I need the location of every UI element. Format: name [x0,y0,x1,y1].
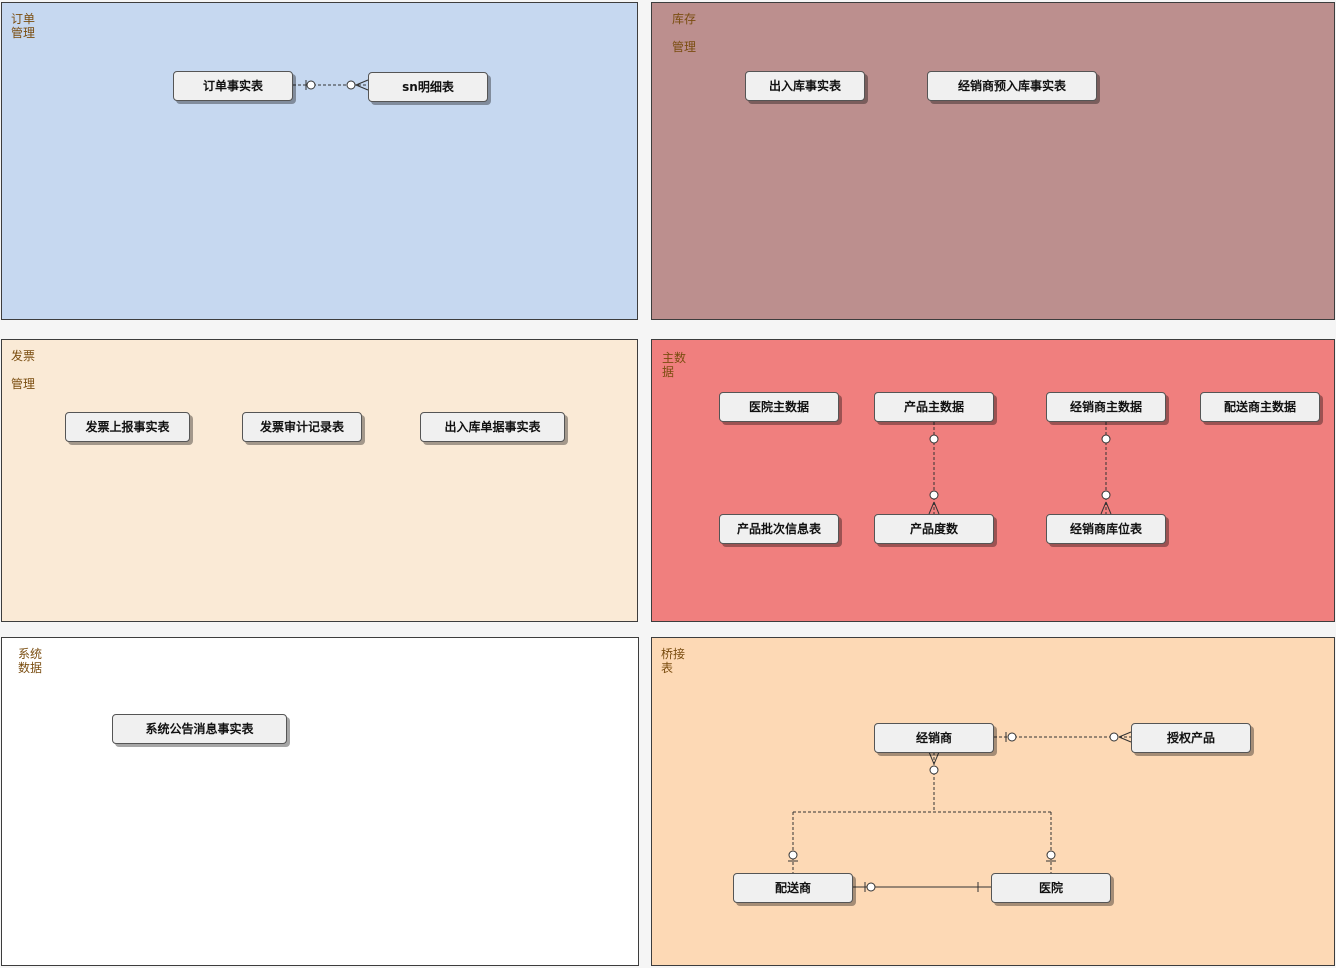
entity-dealer[interactable]: 经销商 [874,723,994,753]
entity-product-batch[interactable]: 产品批次信息表 [719,514,839,544]
package-label: 桥接 表 [661,647,686,675]
entity-inout-doc-fact[interactable]: 出入库单据事实表 [420,412,565,442]
entity-auth-product[interactable]: 授权产品 [1131,723,1251,753]
package-inventory-management[interactable]: 库存 管理 [651,2,1335,320]
package-label: 主数 据 [662,351,687,379]
entity-dealer-master[interactable]: 经销商主数据 [1046,392,1166,422]
package-invoice-management[interactable]: 发票 管理 [1,339,638,622]
entity-distributor-master[interactable]: 配送商主数据 [1200,392,1320,422]
entity-distributor[interactable]: 配送商 [733,873,853,903]
entity-notice-fact[interactable]: 系统公告消息事实表 [112,714,287,744]
entity-order-fact[interactable]: 订单事实表 [173,71,293,101]
entity-sn-detail[interactable]: sn明细表 [368,72,488,102]
package-label: 库存 管理 [672,12,697,54]
entity-invoice-audit-log[interactable]: 发票审计记录表 [242,412,362,442]
entity-product-degree[interactable]: 产品度数 [874,514,994,544]
entity-invoice-report-fact[interactable]: 发票上报事实表 [65,412,190,442]
package-master-data[interactable]: 主数 据 [651,339,1335,622]
entity-dealer-location[interactable]: 经销商库位表 [1046,514,1166,544]
entity-hospital[interactable]: 医院 [991,873,1111,903]
entity-dealer-prein-fact[interactable]: 经销商预入库事实表 [927,71,1097,101]
package-bridge-tables[interactable]: 桥接 表 [651,637,1335,966]
package-order-management[interactable]: 订单 管理 [1,2,638,320]
package-label: 订单 管理 [11,12,36,40]
entity-product-master[interactable]: 产品主数据 [874,392,994,422]
entity-inout-fact[interactable]: 出入库事实表 [745,71,865,101]
package-label: 发票 管理 [11,349,36,391]
package-system-data[interactable]: 系统 数据 [1,637,639,966]
package-label: 系统 数据 [18,647,43,675]
entity-hospital-master[interactable]: 医院主数据 [719,392,839,422]
